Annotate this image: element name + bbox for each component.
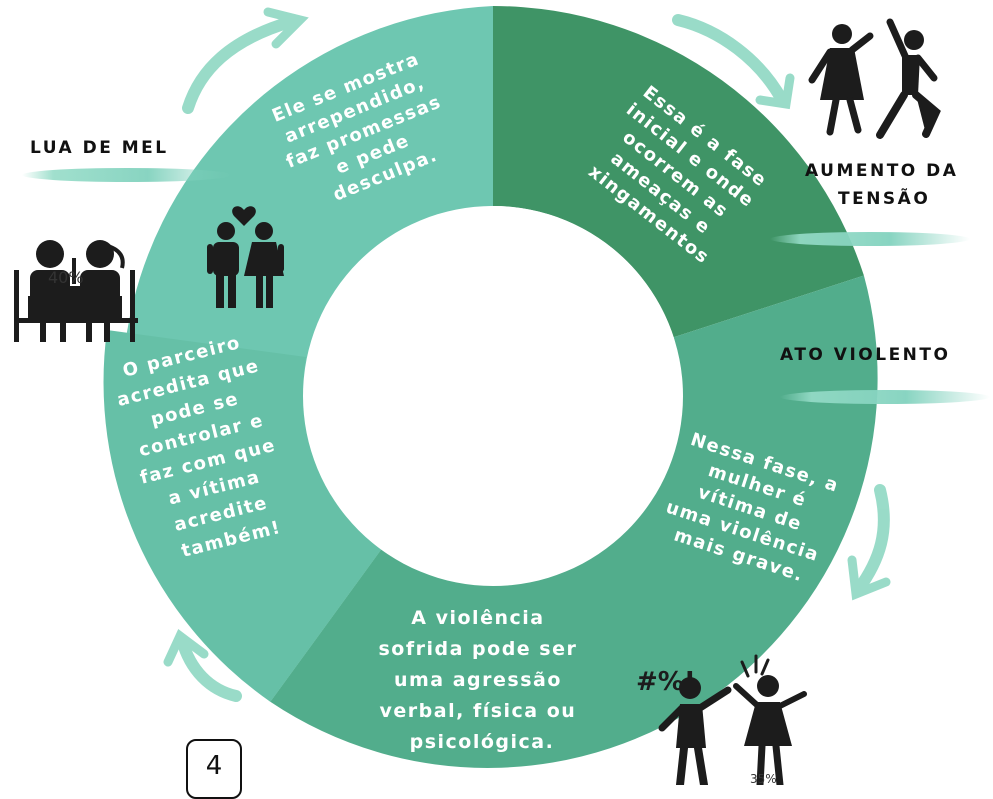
label-lua-de-mel: LUA DE MEL [30, 138, 169, 158]
couple-heart-icon [207, 206, 284, 308]
violence-line-2: sofrida pode ser [379, 638, 578, 660]
violence-line-3: uma agressão [394, 669, 562, 691]
page-number: 4 [205, 751, 223, 781]
violence-line-5: psicológica. [410, 731, 555, 753]
label-aumento-line2: TENSÃO [838, 189, 931, 209]
svg-text:A violência sofrida pode s: A violência sofrida pode ser uma agressã… [379, 607, 586, 753]
ring-segment-tension [493, 6, 864, 338]
violence-line-4: verbal, física ou [380, 700, 577, 722]
page-number-box: 4 [186, 739, 242, 799]
ring-segment-belief [103, 330, 385, 702]
curved-arrow-icon [163, 7, 891, 702]
brush-stroke-lua [22, 168, 232, 182]
brush-stroke-ato [780, 390, 990, 404]
label-ato-violento: ATO VIOLENTO [780, 345, 951, 365]
argument-icon: #%! [636, 654, 807, 785]
brush-stroke-aumento [770, 232, 970, 246]
ring-segment-violent [270, 275, 878, 768]
ring-hole [303, 206, 683, 586]
ring [103, 6, 878, 768]
violence-line-1: A violência [411, 607, 544, 629]
dinner-couple-icon [14, 240, 138, 342]
label-aumento-line1: AUMENTO DA [805, 161, 959, 181]
dancing-couple-icon [808, 18, 941, 139]
percent-overlay-bottom: 35% [750, 772, 777, 786]
percent-overlay-left: 40% [48, 268, 84, 287]
